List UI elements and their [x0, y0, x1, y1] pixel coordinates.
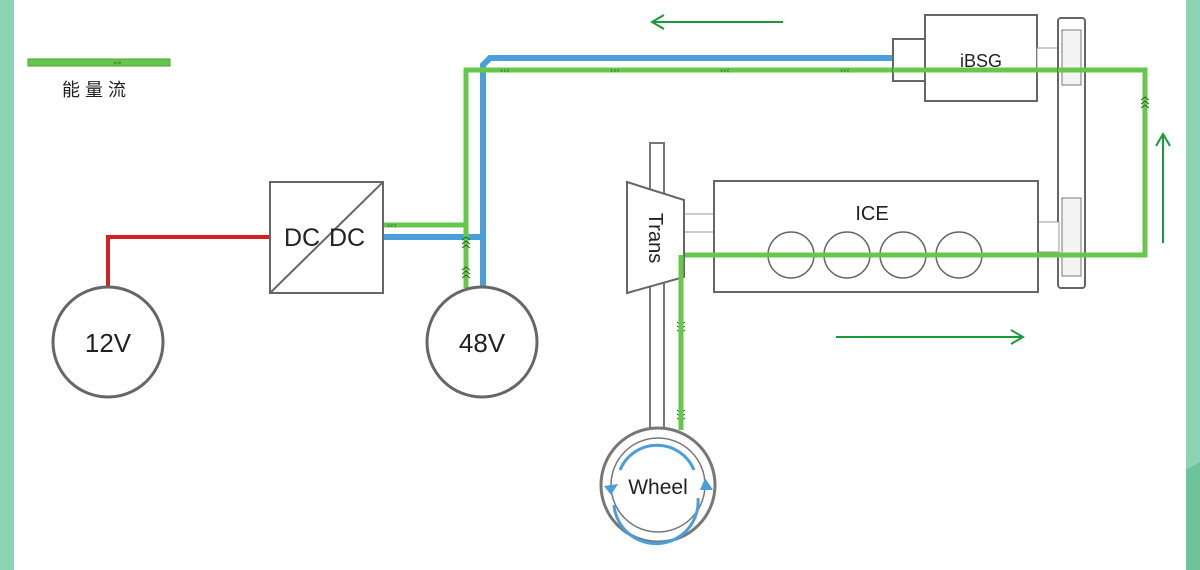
wheel-label: Wheel [628, 476, 688, 499]
legend-energy-flow-line [27, 58, 171, 67]
wheel-rotation-arc-top [618, 443, 696, 471]
svg-text:‹‹‹: ‹‹‹ [720, 66, 730, 75]
battery-12v: 12V [51, 285, 165, 399]
legend-chevrons: »» [113, 59, 122, 67]
wheel-arrowhead-left [604, 484, 618, 495]
right-accent-band [1186, 0, 1200, 570]
svg-text:‹‹‹: ‹‹‹ [610, 66, 620, 75]
belt-drive [1057, 17, 1145, 289]
dcdc-label-left: DC [284, 224, 320, 252]
dcdc-label-right: DC [329, 224, 365, 252]
legend-label: 能量流 [62, 80, 131, 100]
trans-label: Trans [644, 213, 666, 263]
battery-48v-label: 48V [459, 328, 506, 358]
battery-48v: 48V [425, 285, 539, 399]
wheel-rotation-arc-bottom [612, 497, 700, 546]
right-accent-corner [1186, 462, 1200, 570]
wire-12v [106, 235, 270, 292]
ice-engine: ICE [681, 180, 1060, 293]
arrow-right-bottom [836, 329, 1025, 345]
flow-chevrons-vertical [461, 96, 1150, 422]
ibsg-label: iBSG [960, 51, 1002, 71]
arrow-up-right [1155, 132, 1171, 243]
dcdc-converter: DC DC [269, 181, 384, 294]
arrow-left-top [650, 14, 783, 30]
direction-arrows [650, 14, 1171, 345]
ibsg-motor: iBSG [892, 14, 1062, 102]
ice-label: ICE [855, 203, 888, 225]
wheel-arrowhead-right [700, 478, 713, 490]
transmission: Trans [626, 142, 685, 444]
legend: »» 能量流 [27, 58, 171, 100]
svg-text:‹‹‹: ‹‹‹ [500, 66, 510, 75]
left-accent-band [0, 0, 14, 570]
svg-text:‹‹‹: ‹‹‹ [840, 66, 850, 75]
wheel: Wheel [599, 426, 717, 546]
battery-12v-label: 12V [85, 328, 132, 358]
svg-text:‹‹‹: ‹‹‹ [387, 221, 397, 230]
